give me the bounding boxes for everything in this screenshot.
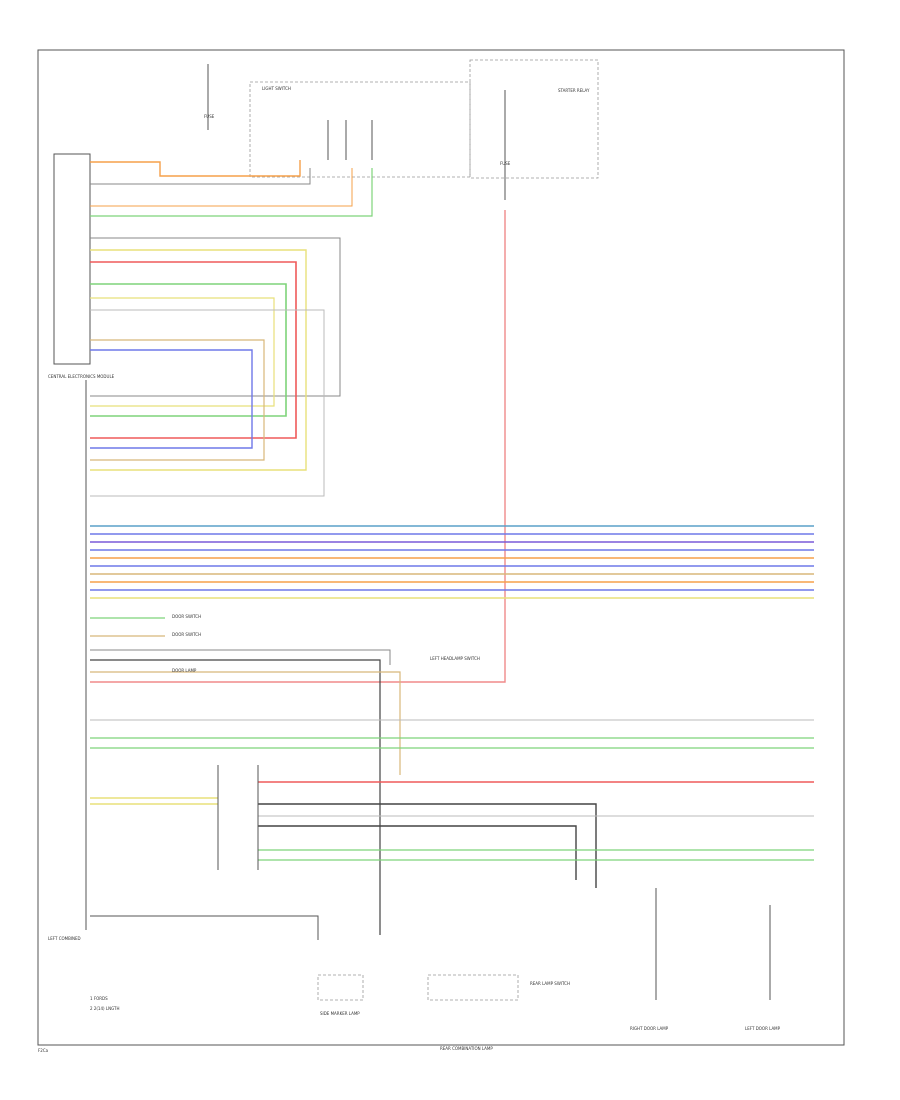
top-right-label: STARTER RELAY [558,88,590,93]
red-vertical-wire [90,210,506,683]
footer-label: F2Ca [38,1048,49,1053]
indicator-1-label: DOOR SWITCH [172,614,201,619]
bottom-right-components: RIGHT DOOR LAMP LEFT DOOR LAMP [630,888,781,1031]
main-module-label: CENTRAL ELECTRONICS MODULE [48,374,115,379]
right-black-2 [258,825,577,880]
bottom-left-component: SIDE MARKER LAMP [317,974,364,1016]
top-left-fuse-label: FUSE [204,114,215,119]
loop-yellow-2 [90,297,275,407]
loop-tan [90,339,265,461]
wire-orange-2 [90,168,353,207]
loop-yellow [90,249,307,471]
loop-green [90,283,287,417]
top-right-box [469,59,599,179]
loop-gray [90,237,341,397]
indicator-3-label: DOOR LAMP [172,668,197,673]
top-switch-label: LIGHT SWITCH [262,86,291,91]
lower-module-label: LEFT COMBINED [48,936,81,941]
indicator-2-label: DOOR SWITCH [172,632,201,637]
diagram-frame [37,49,845,1046]
right-black-1 [258,803,597,888]
bottom-mid-component-box [427,974,519,1001]
bottom-mid-label: REAR COMBINATION LAMP [440,1046,493,1051]
loop-red [90,261,297,439]
bottom-left-label: SIDE MARKER LAMP [320,1011,360,1016]
loop-gray-2 [90,309,325,497]
legend-line-b: 2 2(14) LNGTH [90,1006,119,1011]
bottom-right-label-2: LEFT DOOR LAMP [745,1026,781,1031]
bottom-right-label-1: RIGHT DOOR LAMP [630,1026,669,1031]
bottom-center-label: REAR LAMP SWITCH [530,981,570,986]
wire-tan-mid [90,671,401,775]
top-switch-box [249,81,471,178]
loop-blue [90,349,253,449]
wire-gray-mid [90,649,391,665]
horizontal-wire-bus [90,525,814,599]
wire-green-top [90,168,373,217]
wire-gray-top [90,168,311,185]
lower-bottom-wire [90,915,319,940]
wire-black-mid [90,659,381,935]
bottom-mid-component: REAR COMBINATION LAMP REAR LAMP SWITCH [427,974,570,1051]
legend-line-a: 1 FORDS [90,996,108,1001]
wire-orange-top [90,160,301,177]
bottom-left-component-box [317,974,364,1001]
main-connector-block [53,153,91,365]
lower-center-label: LEFT HEADLAMP SWITCH [430,656,480,661]
